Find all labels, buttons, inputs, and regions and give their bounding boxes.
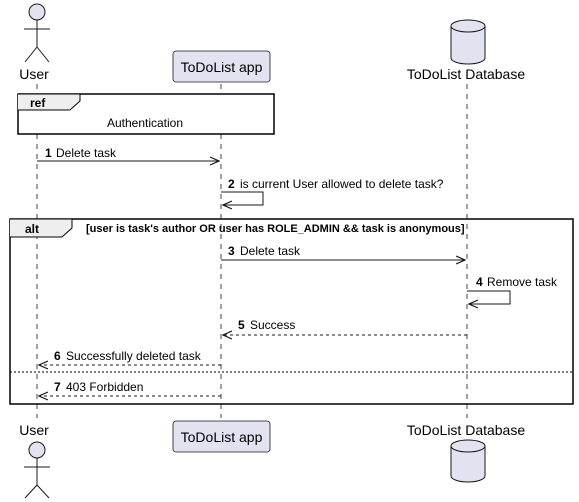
message-4-number: 4 — [476, 275, 483, 289]
message-7-label: 403 Forbidden — [66, 380, 143, 394]
message-6-number: 6 — [54, 349, 61, 363]
alt-frame-guard: [user is task's author OR user has ROLE_… — [86, 223, 465, 235]
participant-user-top: User — [19, 3, 50, 82]
message-2-label: is current User allowed to delete task? — [240, 177, 444, 191]
participant-label-app: ToDoList app — [181, 59, 263, 75]
message-6: 6 Successfully deleted task — [39, 349, 221, 365]
message-2: 2 is current User allowed to delete task… — [221, 177, 444, 205]
ref-frame-text: Authentication — [107, 116, 183, 130]
message-4-label: Remove task — [487, 275, 558, 289]
participant-label-user: User — [19, 66, 49, 82]
message-5: 5 Success — [223, 318, 467, 335]
message-2-number: 2 — [228, 177, 235, 191]
message-5-label: Success — [250, 318, 295, 332]
participant-label-app-bottom: ToDoList app — [181, 429, 263, 445]
message-1-number: 1 — [45, 146, 52, 160]
participant-label-user-bottom: User — [19, 422, 49, 438]
message-1-label: Delete task — [56, 146, 117, 160]
participant-db-top: ToDoList Database — [407, 19, 526, 82]
message-7-number: 7 — [54, 380, 61, 394]
participant-user-bottom: User — [19, 422, 50, 499]
message-4: 4 Remove task — [467, 275, 558, 304]
alt-frame: alt [user is task's author OR user has R… — [9, 218, 574, 405]
message-1: 1 Delete task — [37, 146, 219, 161]
participant-label-db-bottom: ToDoList Database — [407, 422, 526, 438]
participant-app-bottom: ToDoList app — [172, 420, 271, 453]
participant-app-top: ToDoList app — [172, 50, 271, 83]
message-3: 3 Delete task — [221, 244, 465, 260]
actor-icon — [24, 441, 50, 499]
database-icon — [450, 439, 486, 483]
message-7: 7 403 Forbidden — [39, 380, 221, 396]
message-3-label: Delete task — [240, 244, 301, 258]
ref-frame: ref Authentication — [17, 93, 275, 135]
ref-frame-keyword: ref — [30, 96, 46, 110]
database-icon — [450, 19, 486, 65]
alt-frame-keyword: alt — [25, 222, 39, 236]
participant-db-bottom: ToDoList Database — [407, 422, 526, 483]
participant-label-db: ToDoList Database — [407, 66, 526, 82]
message-3-number: 3 — [228, 244, 235, 258]
actor-icon — [24, 3, 50, 63]
message-6-label: Successfully deleted task — [66, 349, 202, 363]
message-5-number: 5 — [238, 318, 245, 332]
